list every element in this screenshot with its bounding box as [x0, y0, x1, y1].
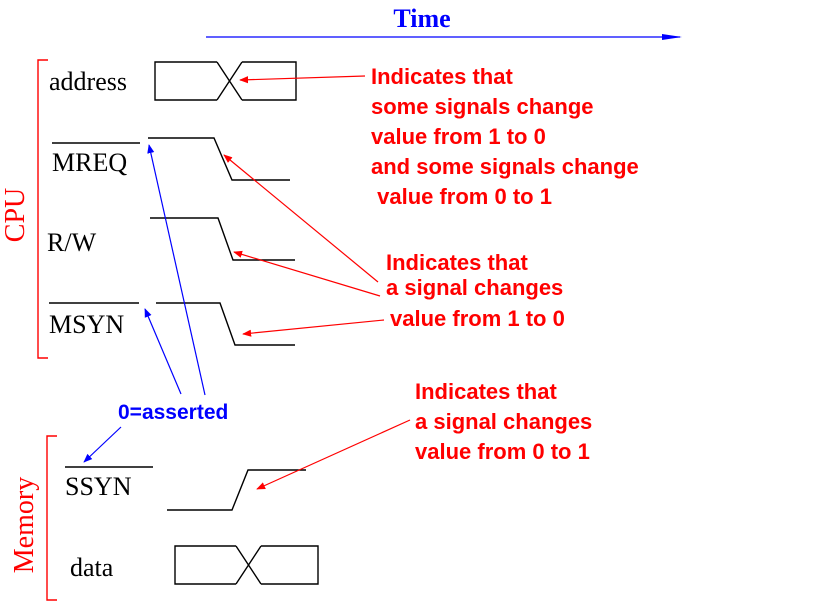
note-one-to-zero-line: value from 1 to 0	[390, 306, 565, 331]
note-zero-to-one-line: value from 0 to 1	[415, 439, 590, 464]
memory-bracket	[46, 435, 57, 601]
arrow-to-address-crossover	[239, 75, 366, 84]
note-one-to-zero-line: a signal changes	[386, 275, 563, 300]
arrow-to-msyn-edge	[242, 319, 385, 337]
note-zero-to-one: Indicates that a signal changes value fr…	[415, 379, 592, 464]
note-zero-to-one-line: Indicates that	[415, 379, 557, 404]
memory-group-label: Memory	[9, 477, 40, 573]
ssyn-waveform	[167, 469, 306, 511]
cpu-bracket	[37, 59, 48, 359]
asserted-arrow-to-ssyn	[83, 426, 122, 463]
arrow-to-mreq-edge	[223, 154, 379, 283]
arrow-to-ssyn-edge	[256, 419, 411, 490]
note-both-changes: Indicates that some signals change value…	[371, 64, 639, 209]
cpu-group-label: CPU	[0, 188, 31, 242]
signal-label-msyn: MSYN	[49, 310, 124, 339]
asserted-label: 0=asserted	[118, 401, 228, 424]
msyn-waveform	[156, 302, 295, 346]
signal-label-data: data	[70, 553, 114, 582]
note-one-to-zero-line: Indicates that	[386, 250, 528, 275]
rw-waveform	[150, 217, 295, 261]
note-both-changes-line: value from 0 to 1	[371, 184, 552, 209]
signal-label-ssyn: SSYN	[65, 472, 132, 501]
mreq-waveform	[148, 137, 290, 181]
note-both-changes-line: Indicates that	[371, 64, 513, 89]
note-both-changes-line: value from 1 to 0	[371, 124, 546, 149]
signal-label-rw: R/W	[47, 228, 97, 257]
note-both-changes-line: some signals change	[371, 94, 594, 119]
arrow-to-rw-edge	[233, 250, 381, 297]
note-one-to-zero: Indicates that a signal changes value fr…	[386, 250, 565, 331]
asserted-arrow-to-msyn	[144, 308, 182, 395]
note-zero-to-one-line: a signal changes	[415, 409, 592, 434]
signal-label-mreq: MREQ	[52, 148, 127, 177]
address-waveform	[154, 61, 297, 101]
data-waveform	[174, 545, 319, 585]
signal-label-address: address	[49, 67, 127, 96]
time-axis-label: Time	[393, 4, 450, 33]
asserted-arrow-to-mreq	[147, 144, 206, 396]
note-both-changes-line: and some signals change	[371, 154, 639, 179]
